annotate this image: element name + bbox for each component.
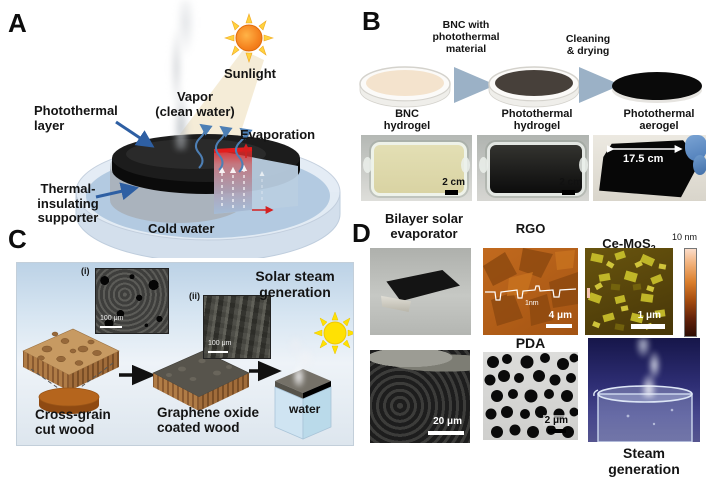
- scalebar2: [562, 190, 575, 195]
- sem-scalebar: [428, 431, 464, 435]
- evaporation-label: Evaporation: [240, 127, 316, 142]
- dish2-label: Photothermal hydrogel: [501, 108, 573, 133]
- rgo-scalebar: [546, 324, 572, 328]
- inset1-scale-label: 100 μm: [100, 315, 124, 323]
- photothermal-aerogel-disk: [612, 72, 702, 103]
- sem-inset-1: 100 μm: [95, 268, 169, 334]
- afm-colorbar: [684, 248, 697, 337]
- cemos2-afm-image: 1 μm: [585, 248, 673, 335]
- sem-scale-label: 20 μm: [433, 415, 462, 427]
- width-arrow: [607, 145, 683, 153]
- photothermal-pointer-arrow: [115, 120, 155, 148]
- panel-b: B BNC with photothermal material Cleanin…: [352, 0, 706, 232]
- steam-plume: [618, 338, 674, 398]
- scalebar1-label: 2 cm: [442, 177, 465, 188]
- wood-disk: [30, 362, 114, 414]
- photothermal-hydrogel-photo: 2 cm: [477, 135, 589, 201]
- tray-handle-left: [479, 157, 488, 173]
- glove-thumb: [693, 155, 706, 175]
- go-coated-wood-slab: [152, 350, 250, 411]
- bilayer-photo: [370, 248, 471, 335]
- thermal-insulating-label: Thermal- insulating supporter: [37, 181, 99, 226]
- wood2-label: Graphene oxide coated wood: [157, 405, 260, 436]
- tray-handle-left: [363, 157, 372, 173]
- pda-scale-label: 2 μm: [542, 414, 570, 426]
- tray-handle-right: [579, 157, 588, 173]
- inset2-label: (ii): [189, 291, 200, 301]
- panel-a: A: [0, 0, 352, 258]
- tray-handle-right: [461, 157, 470, 173]
- cemos2-flakes: [587, 250, 667, 331]
- step2-label: Cleaning & drying: [565, 33, 611, 57]
- process-graphic: [359, 66, 702, 108]
- panel-d: D Bilayer solar evaporator RGO Ce-MoS2 1…: [352, 210, 706, 482]
- width-label: 17.5 cm: [623, 153, 664, 165]
- panel-a-label: A: [8, 8, 27, 38]
- wood1-label: Cross-grain cut wood: [35, 407, 111, 438]
- bilayer-title: Bilayer solar evaporator: [384, 211, 464, 241]
- water-label: water: [289, 402, 321, 416]
- inset2-scalebar: [208, 351, 228, 353]
- steam-caption: Steam generation: [608, 445, 680, 477]
- panel-c-label: C: [8, 224, 27, 254]
- bnc-hydrogel-dish: [359, 66, 451, 108]
- vapor-label: Vapor (clean water): [155, 89, 235, 119]
- panel-a-graphic: [75, 13, 341, 258]
- photothermal-layer-label: Photothermal layer: [34, 103, 118, 133]
- cemos2-scalebar: [631, 324, 665, 329]
- scalebar2-label: 2 cm: [559, 177, 582, 188]
- cold-water-label: Cold water: [148, 221, 215, 236]
- cemos2-title-base: Ce-MoS: [602, 235, 651, 251]
- inset2-scale-label: 100 μm: [208, 340, 232, 348]
- bilayer-sem-image: 20 μm: [370, 350, 470, 443]
- photothermal-aerogel-photo: 17.5 cm: [593, 135, 706, 201]
- inset1-scalebar: [100, 326, 122, 328]
- cross-grain-wood-slab: [22, 328, 120, 391]
- rgo-afm-image: 1nm 4 μm: [483, 248, 578, 335]
- rgo-flakes: [483, 248, 578, 326]
- vapor-plume: [158, 0, 204, 150]
- cemos2-scale-label: 1 μm: [637, 309, 661, 321]
- pda-tem-image: 2 μm: [483, 352, 578, 440]
- supporter-pointer-arrow: [95, 182, 139, 201]
- inset1-label: (i): [81, 266, 90, 276]
- rgo-scale-label: 4 μm: [548, 309, 572, 321]
- panel-b-label: B: [362, 6, 381, 36]
- sun-icon: [224, 13, 274, 63]
- bnc-hydrogel-photo: 2 cm: [361, 135, 472, 201]
- panel-d-label: D: [352, 218, 371, 248]
- pda-title: PDA: [515, 335, 546, 351]
- panel-c: (i) 100 μm (ii) 100 μm Solar steam gener…: [16, 262, 354, 446]
- rgo-profile-label: 1nm: [525, 300, 539, 307]
- solar-steam-title: Solar steam generation: [255, 268, 335, 300]
- rgo-title: RGO: [515, 221, 546, 236]
- glove-finger: [685, 135, 706, 161]
- steam-photo: [588, 338, 700, 442]
- pda-particles: [484, 353, 578, 438]
- water-cube: [274, 369, 332, 440]
- cube-steam: [279, 335, 323, 387]
- pda-scalebar: [548, 429, 566, 433]
- dish1-label: BNC hydrogel: [383, 108, 431, 133]
- scalebar1: [445, 190, 458, 195]
- photothermal-hydrogel-dish: [488, 66, 580, 108]
- colorbar-label: 10 nm: [672, 232, 698, 242]
- wood-process-graphic: [22, 311, 353, 440]
- dish3-label: Photothermal aerogel: [623, 108, 695, 133]
- sem-inset-2: 100 μm: [203, 295, 271, 359]
- step1-label: BNC with photothermal material: [432, 19, 500, 55]
- sunlight-label: Sunlight: [224, 66, 276, 81]
